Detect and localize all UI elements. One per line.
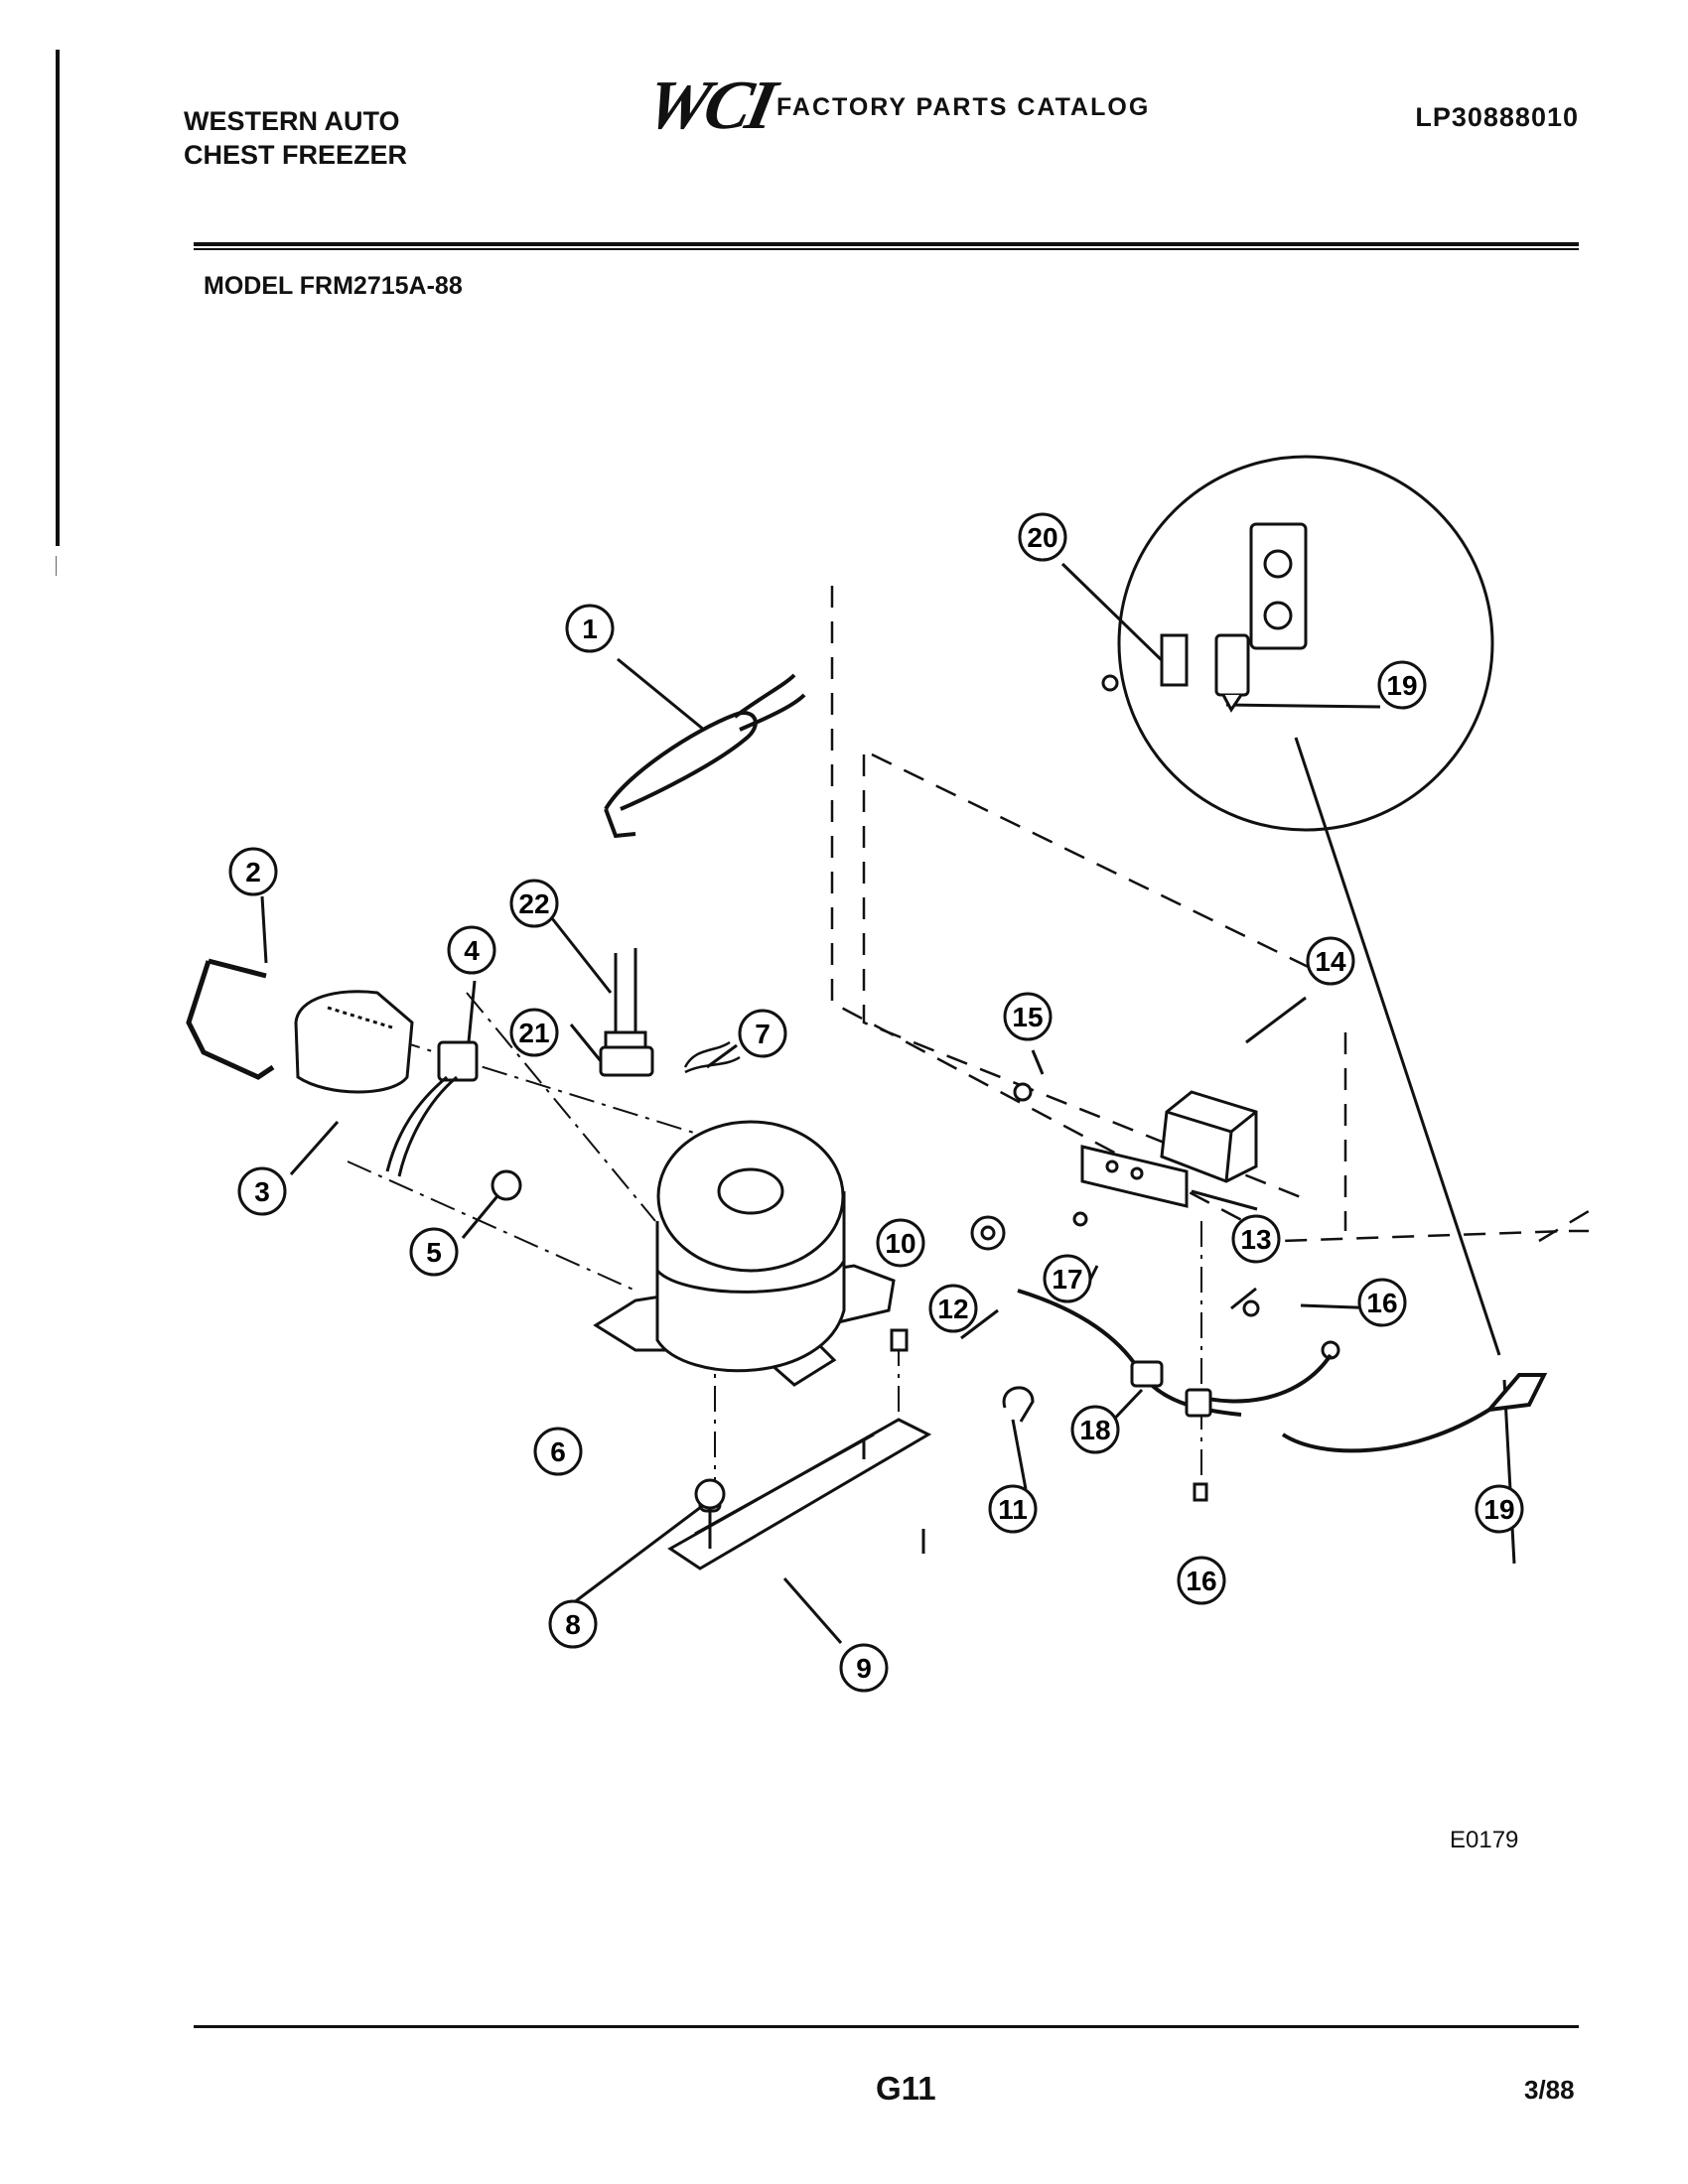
callout-9: 9 — [839, 1643, 889, 1693]
callout-12-label: 12 — [937, 1294, 968, 1324]
wall-outlet-part — [1249, 522, 1308, 650]
cord-clamp-part — [1002, 1386, 1035, 1423]
callout-18-label: 18 — [1079, 1415, 1110, 1445]
callout-20: 20 — [1018, 512, 1067, 562]
bolt-part — [890, 1328, 909, 1352]
leader-lines — [260, 562, 1516, 1644]
callout-5: 5 — [409, 1227, 459, 1277]
cabinet-outline — [830, 586, 1590, 1243]
catalog-part-number: LP30888010 — [1415, 102, 1579, 132]
catalog-title: FACTORY PARTS CATALOG — [776, 93, 1151, 121]
screw-part-right — [1242, 1299, 1340, 1360]
callout-2-label: 2 — [245, 857, 261, 887]
callout-22-label: 22 — [518, 888, 549, 919]
screw-part-bottom — [1193, 1482, 1208, 1502]
grommet-part — [694, 1478, 726, 1510]
callout-6: 6 — [533, 1427, 583, 1476]
callout-4: 4 — [447, 925, 496, 975]
terminal-block-part — [599, 1045, 654, 1077]
mounting-bracket-part — [1080, 1145, 1189, 1208]
revision-date: 3/88 — [1524, 2075, 1575, 2105]
callout-16-right-label: 16 — [1366, 1288, 1397, 1318]
capillary-drier-part — [604, 673, 806, 839]
header-rule — [194, 242, 1579, 246]
callout-16-bottom: 16 — [1177, 1556, 1226, 1605]
callout-21: 21 — [509, 1008, 559, 1057]
callout-16-right: 16 — [1357, 1278, 1407, 1327]
callout-20-label: 20 — [1027, 522, 1057, 553]
callout-17: 17 — [1043, 1254, 1092, 1303]
header-rule-thin — [194, 248, 1579, 250]
relay-cover-part — [294, 990, 414, 1094]
callout-22: 22 — [509, 879, 559, 928]
callout-8: 8 — [548, 1599, 598, 1649]
callout-8-label: 8 — [565, 1609, 581, 1640]
control-box-part — [1160, 1090, 1258, 1183]
callout-14: 14 — [1306, 936, 1355, 986]
callout-1: 1 — [565, 604, 615, 653]
screw-part — [1013, 1082, 1033, 1102]
overload-part — [491, 1169, 522, 1201]
terminal-leads-part — [604, 948, 647, 1052]
callout-11-label: 11 — [998, 1494, 1028, 1525]
scan-edge-mark — [56, 556, 57, 576]
callout-13-label: 13 — [1240, 1224, 1271, 1255]
lead-wire-part — [683, 1040, 741, 1074]
callout-13: 13 — [1231, 1214, 1281, 1264]
page-number: G11 — [876, 2070, 936, 2107]
relay-part — [385, 1040, 479, 1177]
callout-7-label: 7 — [755, 1019, 771, 1049]
callout-15: 15 — [1003, 992, 1053, 1041]
callout-2: 2 — [228, 847, 278, 896]
catalog-header: WCI FACTORY PARTS CATALOG — [639, 68, 1283, 144]
footer-rule — [194, 2025, 1579, 2028]
callout-3: 3 — [237, 1166, 287, 1216]
callout-19-inset-label: 19 — [1386, 670, 1417, 701]
callout-11: 11 — [988, 1484, 1038, 1534]
mounting-rail-part — [667, 1418, 932, 1570]
clip-part — [1101, 633, 1189, 692]
scan-edge-bar — [56, 50, 60, 546]
callout-15-label: 15 — [1012, 1002, 1043, 1032]
compressor-part — [593, 1120, 896, 1387]
callout-3-label: 3 — [254, 1176, 270, 1207]
callout-19-cord: 19 — [1475, 1484, 1524, 1534]
callout-5-label: 5 — [426, 1237, 442, 1268]
brand-line-2: CHEST FREEZER — [184, 140, 408, 170]
callout-19-cord-label: 19 — [1483, 1494, 1514, 1525]
screw-part-small — [1072, 1211, 1088, 1227]
callout-16-bottom-label: 16 — [1186, 1566, 1216, 1596]
model-label: MODEL FRM2715A-88 — [204, 272, 463, 300]
callout-10: 10 — [876, 1218, 925, 1268]
cord-connector-part — [1130, 1360, 1212, 1418]
callout-12: 12 — [928, 1284, 978, 1333]
callout-14-label: 14 — [1315, 946, 1346, 977]
callout-19-inset: 19 — [1377, 660, 1427, 710]
callout-4-label: 4 — [464, 935, 480, 966]
callout-9-label: 9 — [856, 1653, 872, 1684]
power-cord-part — [1281, 1373, 1548, 1453]
callout-18: 18 — [1070, 1405, 1120, 1454]
harness-wire-part — [186, 958, 275, 1080]
callout-10-label: 10 — [885, 1228, 915, 1259]
ground-wire-part — [1017, 1289, 1333, 1417]
callout-7: 7 — [738, 1009, 787, 1058]
brand-line-1: WESTERN AUTO — [184, 106, 400, 136]
inset-detail-circle — [1117, 455, 1494, 832]
callout-21-label: 21 — [518, 1018, 549, 1048]
diagram-reference-code: E0179 — [1450, 1827, 1519, 1853]
brand-block: WESTERN AUTO CHEST FREEZER — [184, 104, 407, 172]
callout-1-label: 1 — [582, 614, 598, 644]
knob-part — [970, 1215, 1006, 1251]
plug-part — [1214, 633, 1250, 713]
callout-6-label: 6 — [550, 1436, 566, 1467]
callout-17-label: 17 — [1052, 1264, 1082, 1295]
